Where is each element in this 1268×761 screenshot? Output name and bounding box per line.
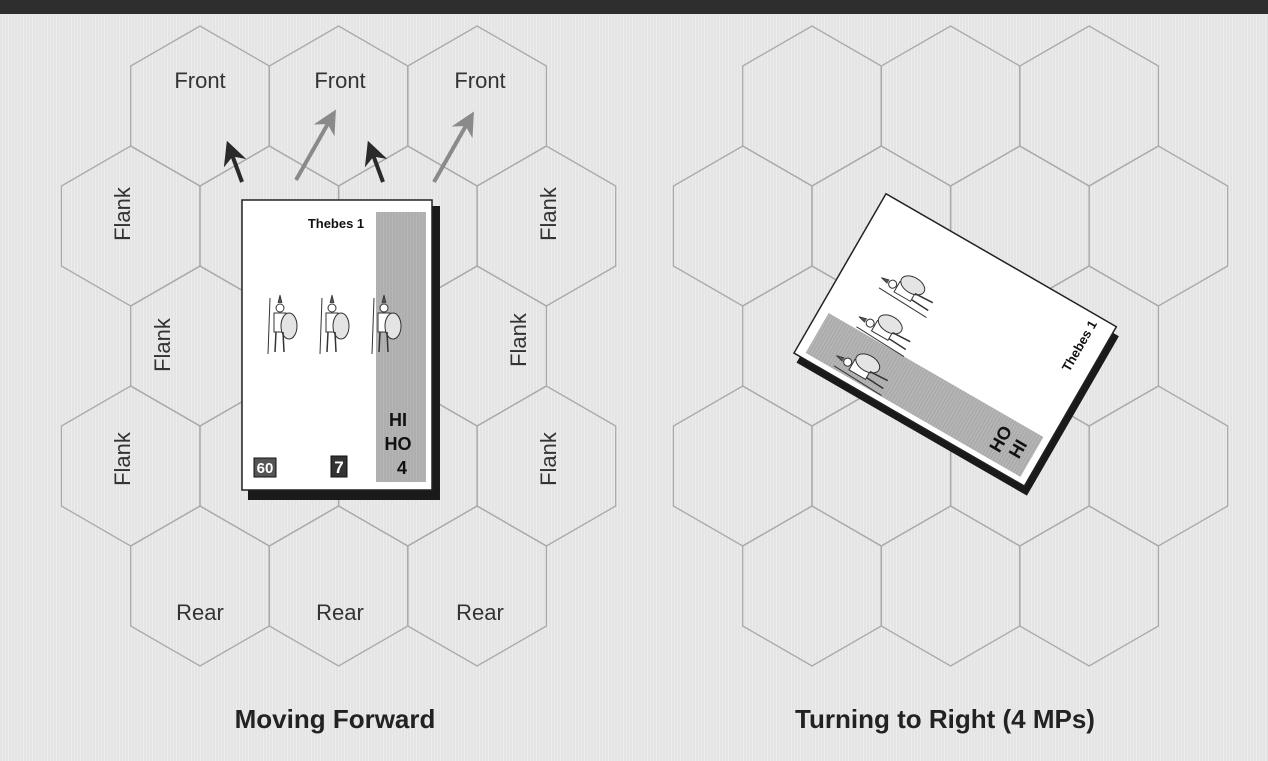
caption-moving-forward: Moving Forward [235, 704, 436, 734]
unit-counter-forward: Thebes 1 HI HO 4 60 7 [242, 200, 440, 500]
counter-type-line1: HI [389, 410, 407, 430]
flank-label: Flank [110, 431, 135, 486]
counter-value: 4 [397, 458, 407, 478]
flank-label: Flank [506, 312, 531, 367]
counter-unit-name: Thebes 1 [308, 216, 364, 231]
front-label: Front [454, 68, 505, 93]
front-label: Front [314, 68, 365, 93]
caption-turning-right: Turning to Right (4 MPs) [795, 704, 1095, 734]
front-label: Front [174, 68, 225, 93]
rear-label: Rear [316, 600, 364, 625]
counter-box-left-text: 60 [257, 460, 274, 477]
rear-label: Rear [176, 600, 224, 625]
flank-label: Flank [110, 186, 135, 241]
flank-label: Flank [536, 431, 561, 486]
hex-board: Front Front Front Flank Flank Flank Flan… [0, 14, 1268, 761]
counter-type-line2: HO [385, 434, 412, 454]
flank-label: Flank [536, 186, 561, 241]
flank-label: Flank [150, 317, 175, 372]
counter-box-right-text: 7 [334, 458, 343, 477]
front-labels: Front Front Front [174, 68, 505, 93]
rear-label: Rear [456, 600, 504, 625]
top-bar [0, 0, 1268, 14]
